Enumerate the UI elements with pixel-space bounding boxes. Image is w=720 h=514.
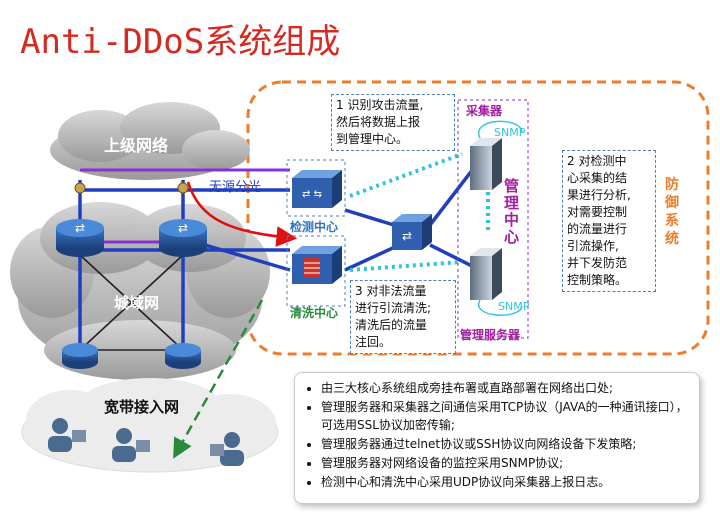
passive-split-label: 无源分光 bbox=[209, 180, 262, 195]
summary-item: 检测中心和清洗中心采用UDP协议向采集器上报日志。 bbox=[321, 473, 691, 491]
broadband-network-cloud bbox=[21, 378, 279, 473]
cleaning-center-device-icon bbox=[286, 235, 346, 307]
broadband-network-label: 宽带接入网 bbox=[104, 398, 180, 416]
snmp-label-top: SNMP bbox=[494, 126, 526, 139]
upper-network-label: 上级网络 bbox=[104, 136, 169, 155]
return-traffic-arrow bbox=[173, 299, 264, 459]
summary-item: 管理服务器和采集器之间通信采用TCP协议（JAVA的一种通讯接口），可选用SSL… bbox=[321, 398, 691, 434]
collector-label: 采集器 bbox=[466, 104, 503, 118]
cleaning-center-label: 清洗中心 bbox=[290, 306, 339, 320]
user-icon bbox=[210, 432, 244, 466]
svg-text:⇄: ⇄ bbox=[402, 229, 412, 243]
attack-traffic-arrow bbox=[186, 181, 298, 247]
passive-splitter-icon bbox=[74, 182, 189, 194]
summary-item: 由三大核心系统组成旁挂布署或直路部署在网络出口处; bbox=[321, 379, 691, 397]
upper-network-cloud bbox=[50, 102, 250, 180]
user-icon bbox=[48, 418, 86, 452]
detection-to-collector-link bbox=[349, 152, 463, 198]
metro-network-cloud bbox=[10, 202, 270, 380]
detection-center-device-icon: ⇄ ⇆ bbox=[286, 159, 346, 217]
svg-text:⇄: ⇄ bbox=[75, 221, 85, 235]
cleaning-to-mgmt-link bbox=[349, 260, 463, 272]
defense-system-boundary bbox=[246, 80, 710, 356]
svg-text:⇄: ⇄ bbox=[178, 221, 188, 235]
router-icon: ⇄ bbox=[56, 219, 104, 257]
summary-item: 管理服务器通过telnet协议或SSH协议向网络设备下发策略; bbox=[321, 435, 691, 453]
callout-cleaning: 3 对非法流量 进行引流清洗; 清洗后的流量 注回。 bbox=[350, 280, 456, 354]
switch-icon: ⇄ bbox=[392, 214, 432, 250]
snmp-label-bottom: SNMP bbox=[498, 300, 530, 313]
router-icon: ⇄ bbox=[159, 219, 207, 257]
mgmt-center-vertical-label: 管理中心 bbox=[504, 177, 520, 246]
defense-system-label: 防御系统 bbox=[665, 177, 679, 247]
summary-box: 由三大核心系统组成旁挂布署或直路部署在网络出口处; 管理服务器和采集器之间通信采… bbox=[294, 372, 700, 504]
metro-network-label: 城域网 bbox=[114, 294, 160, 312]
mgmt-server-icon bbox=[470, 248, 502, 300]
router-icon bbox=[165, 343, 201, 369]
router-icon bbox=[62, 343, 98, 369]
callout-detection: 1 识别攻击流量, 然后将数据上报 到管理中心。 bbox=[331, 94, 455, 151]
callout-analysis: 2 对检测中 心采集的结 果进行分析, 对需要控制 的流量进行 引流操作, 并下… bbox=[562, 150, 656, 292]
collector-mgmt-boundary bbox=[457, 99, 529, 339]
summary-item: 管理服务器对网络设备的监控采用SNMP协议; bbox=[321, 454, 691, 472]
mgmt-server-label: 管理服务器 bbox=[460, 328, 521, 342]
collector-server-icon bbox=[470, 138, 502, 190]
user-icon bbox=[112, 428, 150, 462]
svg-text:⇄ ⇆: ⇄ ⇆ bbox=[302, 189, 322, 200]
summary-list: 由三大核心系统组成旁挂布署或直路部署在网络出口处; 管理服务器和采集器之间通信采… bbox=[303, 379, 691, 491]
page-title: Anti-DDoS系统组成 bbox=[20, 22, 341, 62]
detection-center-label: 检测中心 bbox=[290, 220, 339, 234]
